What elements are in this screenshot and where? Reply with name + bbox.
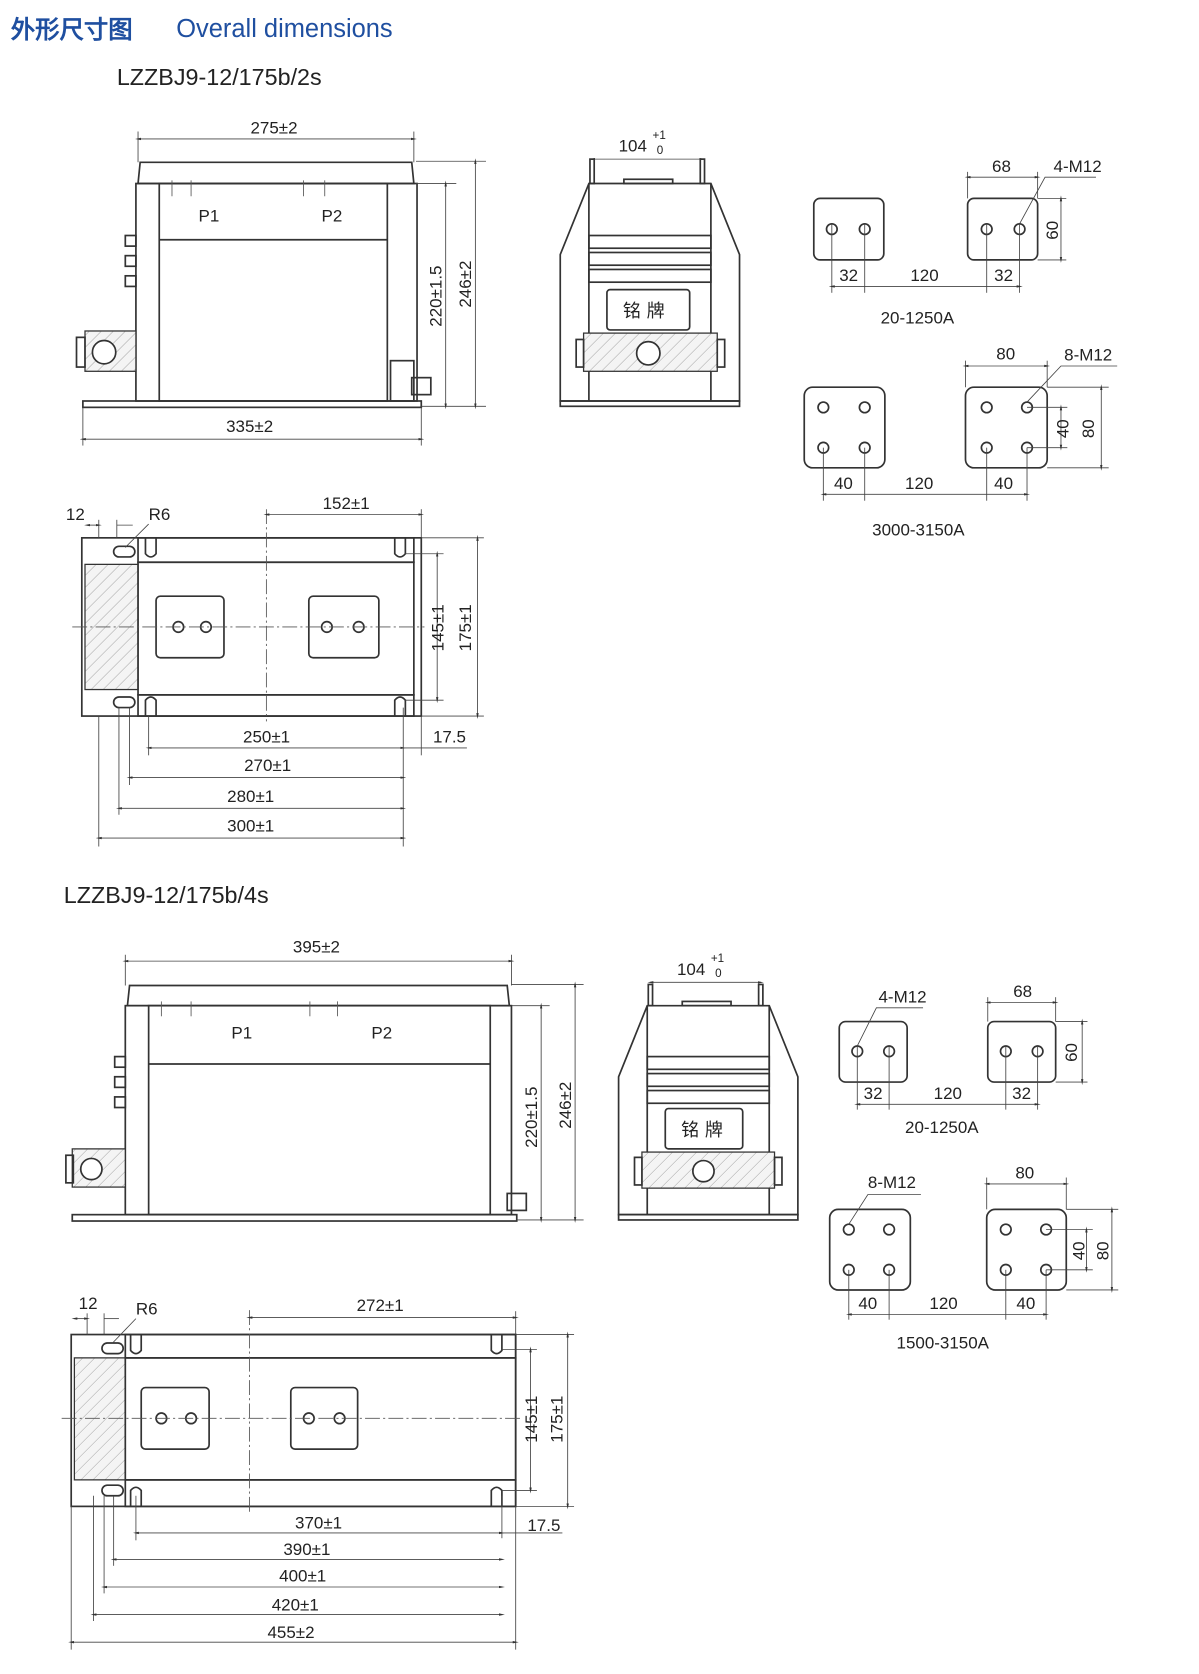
model-1-name: LZZBJ9-12/175b/2s <box>117 64 322 90</box>
dim-plate-height: 80 <box>1094 1241 1113 1260</box>
dim-gap: 120 <box>910 266 938 285</box>
model-2-name: LZZBJ9-12/175b/4s <box>64 882 269 908</box>
model-1-busbar-4-hole: 32 120 32 68 4-M12 60 20-1250A <box>812 157 1102 328</box>
dim-bottom-280: 280±1 <box>227 787 274 806</box>
dim-pitch: 32 <box>839 266 858 285</box>
dim-side-width: 104 <box>677 960 705 979</box>
nameplate-label: 铭 牌 <box>623 301 665 322</box>
terminal-p1-label: P1 <box>199 207 220 226</box>
dim-gap: 120 <box>929 1294 957 1313</box>
model-1-front-view: P1 P2 275±2 335±2 220±1.5 246±2 <box>75 119 486 446</box>
dim-gap: 120 <box>905 474 933 493</box>
dim-height-220: 220±1.5 <box>426 266 445 327</box>
dim-pitch-2: 32 <box>994 266 1013 285</box>
dim-bottom-370: 370±1 <box>295 1514 342 1533</box>
dim-plate-height: 60 <box>1062 1043 1081 1062</box>
dim-17-5: 17.5 <box>527 1516 560 1535</box>
nameplate-label: 铭 牌 <box>681 1120 723 1141</box>
dim-slot-12: 12 <box>79 1294 98 1313</box>
model-2-side-view: 铭 牌 104 +1 0 <box>617 952 799 1221</box>
current-range: 3000-3150A <box>872 521 965 540</box>
terminal-p2-label: P2 <box>322 207 343 226</box>
dim-radius-r6: R6 <box>149 505 171 524</box>
dim-side-tol-upper: +1 <box>711 952 724 965</box>
dim-bottom-390: 390±1 <box>283 1540 330 1559</box>
dim-bottom-270: 270±1 <box>244 756 291 775</box>
dim-bottom-455: 455±2 <box>267 1623 314 1642</box>
dim-plate-height: 80 <box>1079 419 1098 438</box>
dim-pitch: 32 <box>864 1084 883 1103</box>
model-2-top-view: 12 R6 272±1 145±1 175±1 370±1 17.5 390±1… <box>61 1294 575 1650</box>
dim-width-base: 335±2 <box>226 417 273 436</box>
hole-spec: 8-M12 <box>868 1173 916 1192</box>
hole-spec: 8-M12 <box>1064 346 1112 365</box>
title-english: Overall dimensions <box>176 15 392 43</box>
dim-center-offset: 152±1 <box>323 494 370 513</box>
dim-175: 175±1 <box>456 604 475 651</box>
dim-height-246: 246±2 <box>456 261 475 308</box>
dim-plate-width: 80 <box>996 345 1015 364</box>
dim-width-top: 395±2 <box>293 938 340 957</box>
dim-height-246: 246±2 <box>556 1082 575 1129</box>
terminal-p1-label: P1 <box>231 1024 252 1043</box>
model-1-side-view: 铭 牌 104 +1 0 <box>559 129 741 408</box>
dim-145: 145±1 <box>429 604 448 651</box>
dim-pitch-2: 32 <box>1012 1084 1031 1103</box>
dim-plate-height: 60 <box>1043 221 1062 240</box>
model-2-busbar-8-hole: 40 120 40 8-M12 80 40 80 1500-3150A <box>828 1164 1119 1352</box>
hole-spec: 4-M12 <box>879 987 927 1006</box>
title-chinese: 外形尺寸图 <box>11 15 133 44</box>
dim-height-220: 220±1.5 <box>522 1087 541 1148</box>
dim-175: 175±1 <box>547 1396 566 1443</box>
dim-bottom-400: 400±1 <box>279 1567 326 1586</box>
current-range: 1500-3150A <box>897 1333 990 1352</box>
dim-pitch-2: 40 <box>994 474 1013 493</box>
dim-side-tol-upper: +1 <box>653 129 666 142</box>
hole-spec: 4-M12 <box>1054 157 1102 176</box>
model-2-front-view: P1 P2 395±2 220±1.5 246±2 <box>65 938 584 1223</box>
dim-bottom-250: 250±1 <box>243 728 290 747</box>
dim-hole-pitch-vertical: 40 <box>1069 1241 1088 1260</box>
dim-gap: 120 <box>934 1084 962 1103</box>
dim-plate-width: 68 <box>992 157 1011 176</box>
dim-145: 145±1 <box>522 1396 541 1443</box>
current-range: 20-1250A <box>881 309 955 328</box>
dim-bottom-300: 300±1 <box>227 817 274 836</box>
terminal-p2-label: P2 <box>371 1024 392 1043</box>
dim-pitch: 40 <box>858 1294 877 1313</box>
dim-width-top: 275±2 <box>250 119 297 138</box>
dim-side-width: 104 <box>619 137 647 156</box>
model-1-top-view: 12 R6 152±1 145±1 175±1 250±1 17.5 270±1… <box>66 494 484 847</box>
dim-17-5: 17.5 <box>433 728 466 747</box>
dim-hole-pitch-vertical: 40 <box>1053 419 1072 438</box>
dim-plate-width: 68 <box>1013 982 1032 1001</box>
dim-center-offset: 272±1 <box>357 1296 404 1315</box>
current-range: 20-1250A <box>905 1118 979 1137</box>
dim-side-tol-lower: 0 <box>657 144 664 157</box>
dim-pitch: 40 <box>834 474 853 493</box>
dim-plate-width: 80 <box>1015 1164 1034 1183</box>
dim-side-tol-lower: 0 <box>715 967 722 980</box>
model-2-busbar-4-hole: 32 120 32 4-M12 68 60 20-1250A <box>838 982 1088 1137</box>
page-header: 外形尺寸图 Overall dimensions <box>11 15 393 44</box>
model-1-busbar-8-hole: 40 120 40 80 8-M12 40 80 3000-3150A <box>803 345 1118 540</box>
dim-slot-12: 12 <box>66 505 85 524</box>
dim-bottom-420: 420±1 <box>272 1595 319 1614</box>
dim-pitch-2: 40 <box>1016 1294 1035 1313</box>
dim-radius-r6: R6 <box>136 1299 158 1318</box>
